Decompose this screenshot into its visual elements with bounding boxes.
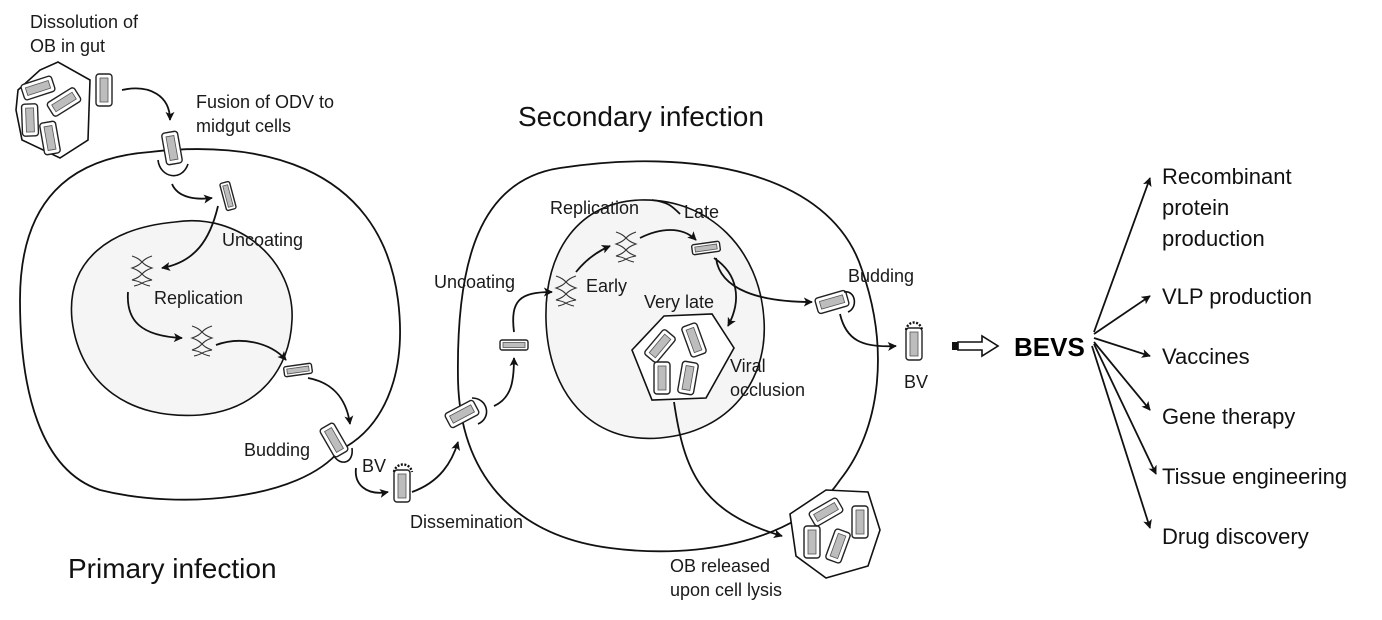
arrow-bv-release: [354, 467, 389, 498]
arrow-early: [575, 245, 611, 273]
bevs-arrow-tail: [952, 342, 958, 350]
arrow-app-vaccines: [1093, 337, 1151, 358]
budding-membrane-bulge: [333, 447, 353, 463]
label-bv-secondary: BV: [904, 372, 928, 392]
arrow-uncoating: [161, 205, 219, 271]
budded-virus: [393, 469, 411, 503]
application-recombinant-protein: Recombinant protein production: [1162, 164, 1298, 251]
label-fusion: Fusion of ODV to midgut cells: [196, 92, 339, 136]
label-uncoating-primary: Uncoating: [222, 230, 303, 250]
odv-rod: [653, 361, 671, 395]
arrow-bv-release-secondary: [839, 313, 897, 351]
arrow-secondary-uncoating: [512, 287, 553, 333]
label-primary-infection: Primary infection: [68, 553, 277, 584]
application-vaccines: Vaccines: [1162, 344, 1250, 369]
label-budding-primary: Budding: [244, 440, 310, 460]
arrow-app-drug: [1091, 345, 1152, 529]
arrow-very-late: [713, 257, 737, 327]
label-very-late: Very late: [644, 292, 714, 312]
odv-rod: [803, 525, 821, 559]
bracket-replication: [651, 199, 681, 215]
label-budding-secondary: Budding: [848, 266, 914, 286]
nucleocapsid-rod: [499, 339, 529, 351]
odv-rod: [851, 505, 869, 539]
arrow-entry: [171, 183, 213, 204]
label-bv-primary: BV: [362, 456, 386, 476]
budding-membrane-bulge-secondary: [843, 291, 856, 313]
arrow-to-progeny: [215, 339, 287, 361]
bv-envelope: [904, 321, 924, 331]
label-late: Late: [684, 202, 719, 222]
odv-rod: [95, 73, 113, 107]
primary-nucleus: [70, 219, 293, 417]
label-secondary-infection: Secondary infection: [518, 101, 764, 132]
application-vlp-production: VLP production: [1162, 284, 1312, 309]
arrow-dissemination: [411, 441, 460, 493]
label-bevs: BEVS: [1014, 332, 1085, 362]
label-viral-occlusion: Viral occlusion: [730, 356, 805, 400]
budded-virus: [905, 327, 923, 361]
arrow-app-vlp: [1093, 295, 1151, 335]
arrow-to-budding: [307, 377, 354, 425]
label-uncoating-secondary: Uncoating: [434, 272, 515, 292]
arrow-late: [639, 229, 697, 241]
arrow-to-budding-secondary: [715, 257, 813, 307]
label-dissolution: Dissolution of OB in gut: [30, 12, 143, 56]
arrow-app-gene: [1093, 341, 1151, 411]
label-ob-released: OB released upon cell lysis: [670, 556, 782, 600]
arrow-replication: [126, 291, 183, 343]
label-replication-primary: Replication: [154, 288, 243, 308]
odv-rod: [20, 103, 40, 137]
label-dissemination: Dissemination: [410, 512, 523, 532]
label-replication-secondary: Replication: [550, 198, 639, 218]
application-tissue-engineering: Tissue engineering: [1162, 464, 1347, 489]
application-drug-discovery: Drug discovery: [1162, 524, 1309, 549]
arrow-ob-release: [673, 401, 783, 539]
arrow-fusion: [121, 87, 175, 121]
arrow-secondary-entry: [493, 357, 519, 407]
application-gene-therapy: Gene therapy: [1162, 404, 1295, 429]
entry-membrane-bulge: [471, 397, 488, 425]
label-early: Early: [586, 276, 627, 296]
bevs-hollow-arrow: [957, 334, 1000, 358]
odv-rod: [19, 74, 57, 102]
arrow-app-tissue: [1093, 343, 1157, 475]
arrow-app-recombinant: [1093, 177, 1152, 333]
fusion-membrane-bulge: [157, 159, 189, 177]
occlusion-body-dissolving: [15, 61, 91, 159]
